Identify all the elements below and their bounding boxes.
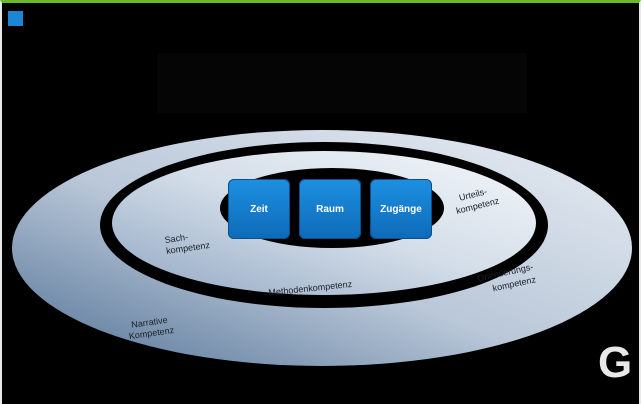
box-zugaenge-label: Zugänge	[380, 203, 422, 215]
box-zeit-label: Zeit	[250, 203, 268, 215]
box-zeit: Zeit	[228, 179, 290, 239]
corner-square-icon	[8, 11, 23, 26]
box-raum: Raum	[299, 179, 361, 239]
slide-title-area	[157, 53, 527, 113]
box-zugaenge: Zugänge	[370, 179, 432, 239]
logo-g: G	[598, 338, 633, 387]
box-raum-label: Raum	[316, 203, 344, 215]
